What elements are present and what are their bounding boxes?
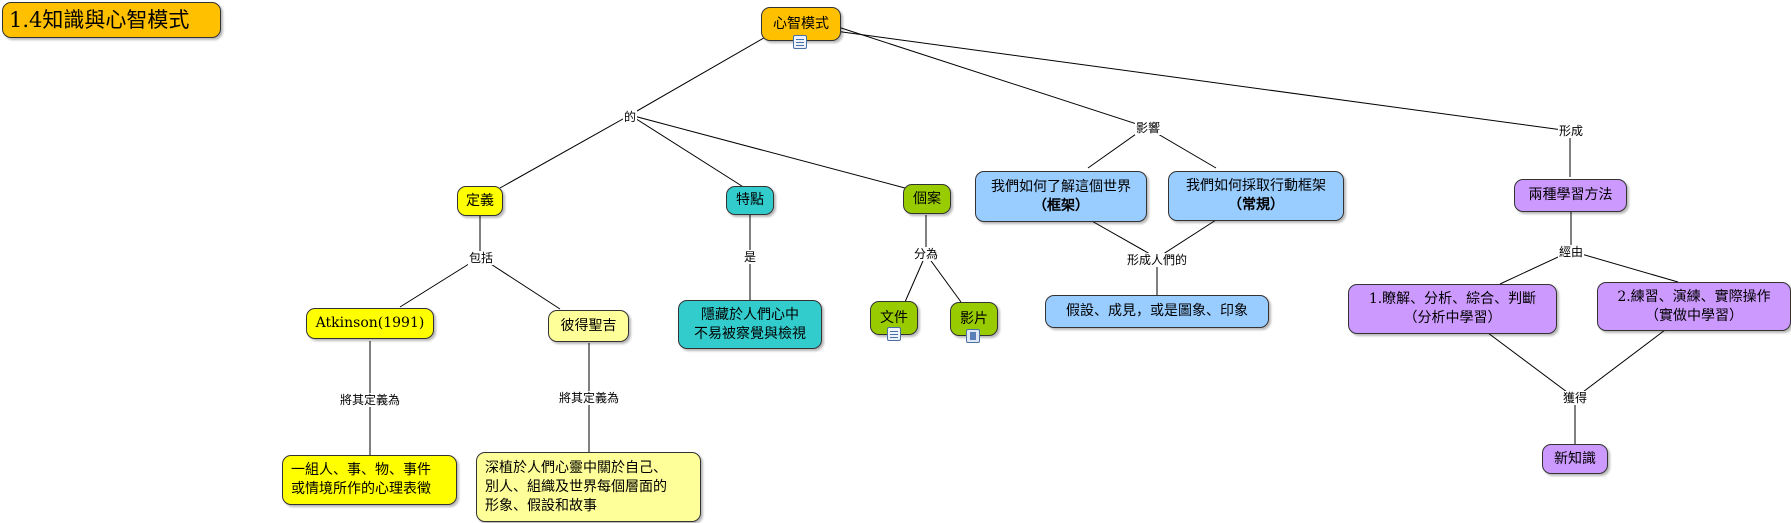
link-label-divided-into: 分為 (912, 247, 940, 261)
node-cases[interactable]: 個案 (903, 184, 951, 214)
connector (1574, 329, 1666, 399)
connector (629, 114, 906, 189)
node-features[interactable]: 特點 (726, 186, 774, 215)
connector (629, 34, 770, 116)
connector (479, 256, 561, 310)
root-node-mental-models[interactable]: 心智模式 (761, 7, 841, 41)
node-take-action[interactable]: 我們如何採取行動框架 （常規） (1168, 171, 1344, 221)
node-senge-definition[interactable]: 深植於人們心靈中關於自己、 別人、組織及世界每個層面的 形象、假設和故事 (476, 452, 701, 522)
connector (1570, 250, 1679, 283)
page-title: 1.4知識與心智模式 (2, 2, 221, 38)
connector (1089, 219, 1158, 259)
connector (925, 253, 962, 303)
node-atkinson-definition[interactable]: 一組人、事、物、事件 或情境所作的心理表徵 (282, 455, 457, 505)
link-label-is: 是 (742, 250, 758, 264)
connector (499, 114, 631, 189)
connector (629, 114, 746, 189)
document-icon[interactable] (793, 35, 807, 49)
document-icon[interactable] (887, 327, 901, 341)
link-label-define-as: 將其定義為 (338, 393, 402, 407)
link-label-of: 的 (622, 110, 638, 124)
node-peter-senge[interactable]: 彼得聖吉 (548, 310, 629, 342)
link-label-influence: 影響 (1134, 121, 1162, 135)
connector (834, 30, 1571, 132)
film-icon[interactable] (966, 329, 980, 343)
node-method-analysis[interactable]: 1.瞭解、分析、綜合、判斷 （分析中學習） (1348, 284, 1557, 334)
node-assumptions[interactable]: 假設、成見，或是圖象、印象 (1045, 295, 1269, 328)
node-video[interactable]: 影片 (950, 302, 998, 336)
link-label-include: 包括 (467, 251, 495, 265)
connector (834, 25, 1147, 128)
node-two-learning-methods[interactable]: 兩種學習方法 (1514, 179, 1627, 212)
link-label-define-as: 將其定義為 (557, 391, 621, 405)
node-method-practice[interactable]: 2.練習、演練、實際操作 （實做中學習） (1597, 282, 1791, 331)
node-document[interactable]: 文件 (870, 301, 918, 335)
connector (904, 253, 927, 303)
connector (399, 256, 481, 308)
link-label-obtain: 獲得 (1561, 391, 1589, 405)
connector (1156, 219, 1217, 259)
node-new-knowledge[interactable]: 新知識 (1542, 444, 1608, 474)
link-label-via: 經由 (1557, 245, 1585, 259)
link-label-form-our: 形成人們的 (1125, 253, 1189, 267)
node-definition[interactable]: 定義 (457, 186, 503, 216)
connector (1483, 329, 1576, 399)
node-understand-world[interactable]: 我們如何了解這個世界 （框架） (975, 171, 1147, 222)
link-label-form: 形成 (1557, 124, 1585, 138)
node-hidden-in-mind[interactable]: 隱藏於人們心中 不易被察覺與檢視 (678, 300, 822, 349)
node-atkinson[interactable]: Atkinson(1991) (306, 308, 434, 339)
